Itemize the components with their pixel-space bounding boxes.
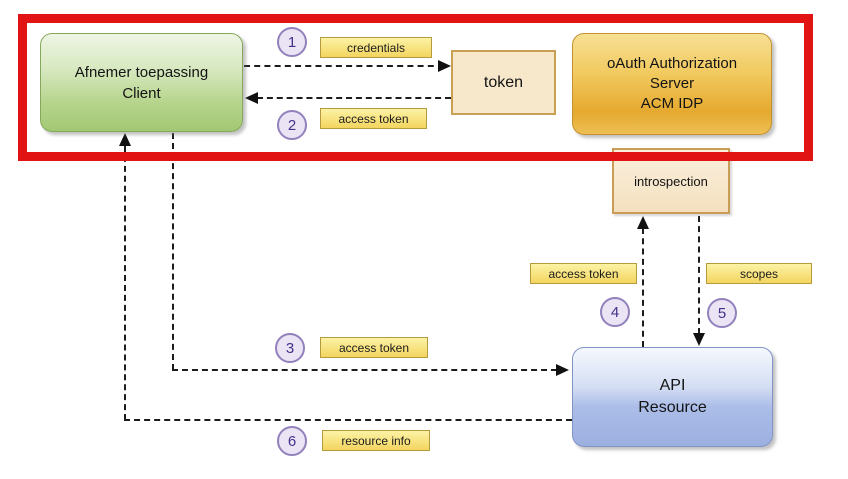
arrow-6-line-horizontal [124, 419, 572, 421]
token-node: token [451, 50, 556, 115]
auth-server-line1: oAuth Authorization [606, 55, 738, 72]
arrow-5-head-icon [693, 333, 705, 346]
arrow-1-head-icon [438, 60, 451, 72]
message-label-access-token-2: access token [320, 108, 427, 129]
arrow-2-head-icon [245, 92, 258, 104]
step-circle-1: 1 [277, 27, 307, 57]
message-label-credentials: credentials [320, 37, 432, 58]
api-resource-line1: API [659, 377, 686, 394]
arrow-3-line-vertical [172, 133, 174, 370]
arrow-1-line [244, 65, 444, 67]
introspection-node-label: introspection [634, 173, 708, 189]
auth-server-line3: ACM IDP [640, 95, 704, 112]
step-circle-3: 3 [275, 333, 305, 363]
message-label-scopes: scopes [706, 263, 812, 284]
step-circle-6: 6 [277, 426, 307, 456]
message-label-access-token-3: access token [320, 337, 428, 358]
api-resource-node: API Resource [572, 347, 773, 447]
token-node-label: token [483, 74, 524, 91]
step-circle-5: 5 [707, 298, 737, 328]
client-node-line1: Afnemer toepassing [74, 63, 209, 81]
client-node: Afnemer toepassing Client [40, 33, 243, 132]
message-label-resource-info: resource info [322, 430, 430, 451]
arrow-3-head-icon [556, 364, 569, 376]
arrow-3-line-horizontal [172, 369, 557, 371]
arrow-4-line [642, 228, 644, 347]
step-circle-2: 2 [277, 110, 307, 140]
auth-server-line2: Server [649, 75, 695, 92]
message-label-access-token-4: access token [530, 263, 637, 284]
step-circle-4: 4 [600, 297, 630, 327]
arrow-5-line [698, 216, 700, 334]
arrow-6-line-vertical [124, 146, 126, 420]
api-resource-line2: Resource [638, 399, 707, 416]
introspection-node: introspection [612, 148, 730, 214]
arrow-4-head-icon [637, 216, 649, 229]
client-node-line2: Client [122, 84, 161, 102]
auth-server-node: oAuth Authorization Server ACM IDP [572, 33, 772, 135]
arrow-2-line [257, 97, 451, 99]
arrow-6-head-icon [119, 133, 131, 146]
